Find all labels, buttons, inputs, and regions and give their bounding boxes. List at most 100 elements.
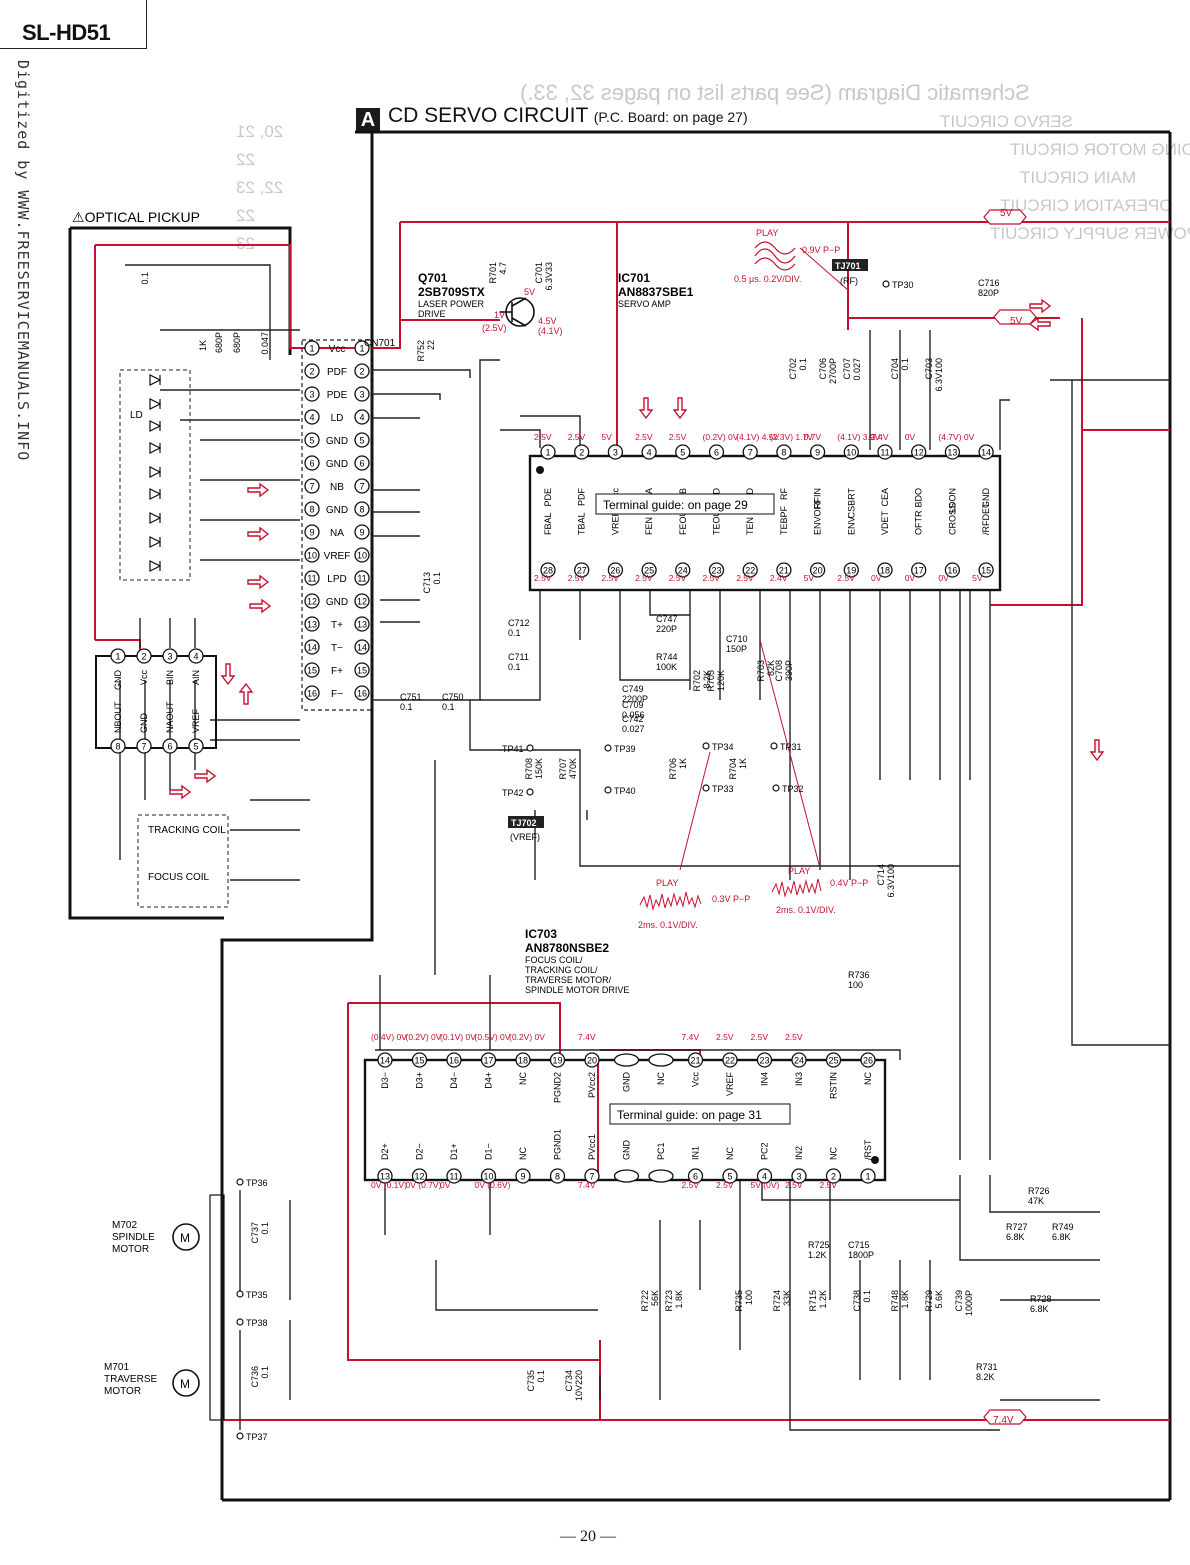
ic703-top-pin-voltage: 2.5V — [716, 1032, 734, 1042]
pickup-ic-pin-name: Vcc — [139, 670, 149, 686]
component-ref: C707 — [842, 358, 852, 380]
cn701-pin-left — [304, 409, 320, 425]
cn701-pin-left-num: 10 — [307, 551, 317, 561]
ic701-top-pin — [843, 444, 859, 460]
q701-v3: (2.5V) — [482, 323, 507, 333]
ic703-bottom-pin-name: PVcc1 — [587, 1134, 597, 1160]
cn701-connector — [301, 339, 373, 711]
ic703-bottom-pin — [722, 1168, 738, 1184]
ic701-bottom-pin — [641, 562, 657, 578]
page-number: — 20 — — [560, 1528, 616, 1545]
ic703-bottom-pin-num: 12 — [414, 1172, 424, 1182]
ic701-top-pin — [540, 444, 556, 460]
component-ref: R701 — [488, 262, 498, 284]
pickup-ic-pin-num: 3 — [167, 652, 172, 662]
ic703-bottom-pin-name: NC — [725, 1147, 735, 1160]
component-ref: C703 — [924, 358, 934, 380]
model-frame — [0, 0, 147, 49]
component-ref: C751 — [400, 692, 422, 702]
ic703-bottom-pin-num: 11 — [449, 1172, 458, 1182]
ic701-top-pin-voltage: 3.4V — [871, 432, 889, 442]
pickup-ic-pin — [162, 648, 178, 664]
tj701-label: TJ701 — [835, 261, 861, 271]
component-ref: C742 — [622, 714, 644, 724]
test-point-dot — [604, 786, 612, 794]
ic703-pin1-dot — [871, 1156, 879, 1164]
ic701-top-pin-num: 2 — [579, 448, 584, 458]
ic701-bottom-pin-name: CROSS — [947, 503, 957, 535]
ic703-bottom-pin-voltage: 2.5V — [785, 1180, 803, 1190]
waveform-play-2 — [771, 878, 822, 898]
cn701-pin-right — [354, 616, 370, 632]
ic703-top-pin — [584, 1052, 600, 1068]
pickup-ic-pin — [136, 738, 152, 754]
component-ref: R749 — [1052, 1222, 1074, 1232]
component-value: 6.3V100 — [934, 358, 944, 392]
ic703-top-pin — [549, 1052, 566, 1068]
ic703-part: AN8780NSBE2 — [525, 941, 609, 955]
test-point-dot — [526, 788, 534, 796]
ic701-bottom-pin-voltage: 2.5V — [601, 573, 619, 583]
component-ref: R752 — [416, 340, 426, 362]
component-ref: R723 — [664, 1290, 674, 1312]
ic703-bottom-pin-name: D2+ — [380, 1143, 390, 1160]
component-value: 56K — [650, 1290, 660, 1306]
wave-0-mode: PLAY — [756, 228, 778, 238]
cn701-pin-left — [304, 616, 320, 632]
component-value: 220P — [656, 624, 677, 634]
ic703-bottom-pin-pad — [613, 1169, 640, 1183]
pickup-label-text: OPTICAL PICKUP — [85, 209, 200, 225]
ic703-bottom-pin-voltage: 2.5V — [820, 1180, 838, 1190]
component-ref: C747 — [656, 614, 678, 624]
q701-ref: Q701 — [418, 271, 448, 285]
warning-triangle-icon: ⚠ — [72, 209, 85, 225]
component-ref: C701 — [534, 262, 544, 284]
cn701-pin-right-num: 16 — [357, 689, 367, 699]
rail-pills — [983, 209, 1037, 1425]
ic703-bottom-pin-num: 6 — [693, 1172, 698, 1182]
ic701-bottom-pin — [944, 562, 961, 578]
rail-label-1: 5V — [1000, 208, 1013, 219]
ic701-top-pin-name: LDON — [947, 488, 957, 513]
component-value: 1K — [738, 758, 748, 769]
component-value: 8.2K — [976, 1372, 995, 1382]
cn701-pin-left — [304, 662, 320, 678]
probe-lines — [679, 247, 849, 871]
ic701-bottom-pin-num: 25 — [644, 566, 654, 576]
component-value: 150K — [534, 758, 544, 779]
test-point-label: TP31 — [780, 742, 802, 752]
ic703-bottom-pin — [446, 1168, 462, 1184]
ic703-top-pin-pad — [648, 1053, 674, 1067]
wave-0-time: 0.5 μs. 0.2V/DIV. — [734, 274, 801, 284]
model-title: SL-HD51 — [22, 20, 111, 45]
ic701-bottom-pin-name: OFTR — [914, 510, 924, 535]
q701-v1: 5V — [524, 287, 535, 297]
cn701-pin-left — [304, 639, 320, 655]
cn701-pin-right — [354, 570, 370, 586]
ic703-top-pin-name: NC — [656, 1072, 666, 1085]
component-ref: R702 — [692, 670, 702, 692]
test-point-label: TP34 — [712, 742, 734, 752]
ic703-bottom-pin-name: IN1 — [691, 1146, 701, 1160]
component-value: 1000P — [964, 1290, 974, 1316]
ic701-top-pin-voltage: 5V — [601, 432, 612, 442]
cn701-pin-left — [304, 501, 320, 517]
cn701-pin-left-num: 11 — [307, 574, 316, 584]
ic703-desc-0: FOCUS COIL/ — [525, 955, 583, 965]
ic703-top-pin-name: IN3 — [794, 1072, 804, 1086]
test-point-label: TP41 — [502, 744, 524, 754]
watermark-text: Digitized by WWW.FREESERVICEMANUALS.INFO — [14, 60, 32, 462]
